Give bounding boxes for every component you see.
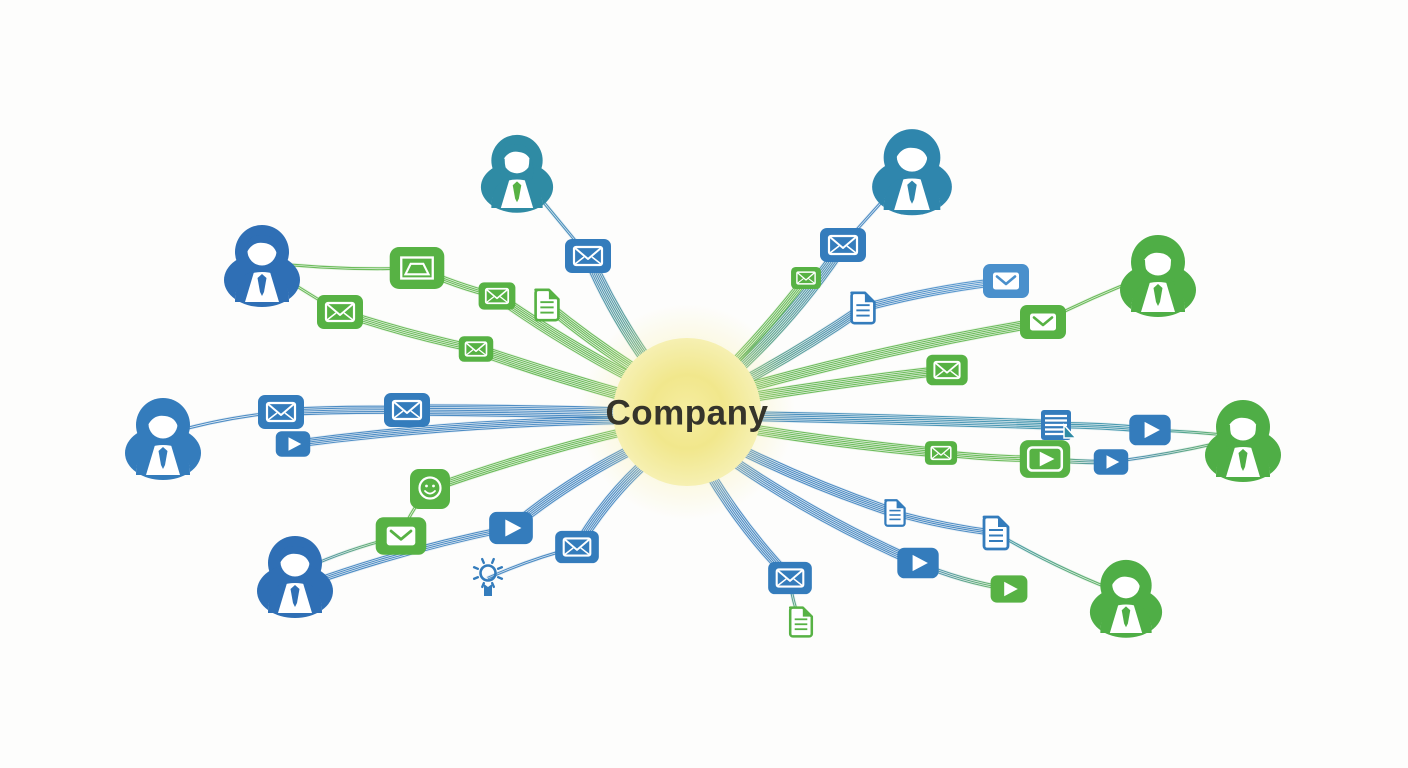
email-icon-13: [926, 354, 968, 386]
tie: [158, 447, 168, 469]
notes-icon: [1041, 410, 1078, 440]
company-hub: Company: [579, 304, 795, 520]
person-right-upper: [1120, 235, 1196, 317]
edge-37: [890, 508, 1001, 538]
video-icon-6: [897, 547, 939, 579]
email-icon-5: [258, 395, 304, 429]
email-icon-2: [317, 295, 363, 329]
document-icon-1: [534, 288, 560, 322]
email-icon-3: [478, 282, 516, 310]
document-icon-2: [850, 291, 876, 325]
document-icon-4: [982, 515, 1010, 551]
tie: [290, 585, 300, 607]
email-icon-7: [375, 517, 427, 555]
email-icon-12: [1020, 305, 1066, 339]
tie: [257, 274, 267, 296]
tie: [512, 181, 522, 203]
hub-circle: [613, 338, 761, 486]
video-icon-2: [489, 511, 533, 545]
support-icon: [410, 469, 450, 509]
email-icon-6: [384, 393, 430, 427]
idea-icon: [472, 557, 504, 596]
email-icon-4: [458, 336, 494, 362]
tie: [1238, 449, 1248, 471]
person-bottom-right: [1089, 559, 1163, 638]
tie: [1153, 284, 1163, 306]
email-icon-11: [983, 264, 1029, 298]
video-icon-5: [1093, 449, 1129, 475]
document-icon-3: [884, 499, 906, 527]
email-icon-8: [555, 530, 599, 564]
person-bottom-left: [257, 536, 333, 618]
person-right-mid: [1205, 400, 1281, 482]
email-icon-10: [791, 266, 821, 290]
email-icon-1: [565, 239, 611, 273]
person-top-right: [872, 129, 952, 216]
video-icon-1: [275, 431, 311, 457]
email-icon-15: [768, 561, 812, 595]
email-icon-9: [820, 228, 866, 262]
email-icon-14: [924, 441, 958, 465]
video-icon-4: [1019, 440, 1071, 478]
tie: [1121, 606, 1131, 628]
person-mid-left: [125, 398, 201, 480]
diagram-nodes: [125, 129, 1281, 638]
person-top-center: [480, 134, 554, 213]
company-label: Company: [606, 393, 769, 432]
person-top-left: [224, 225, 300, 307]
document-icon-5: [788, 606, 814, 638]
open-envelope-icon: [389, 247, 445, 289]
video-icon-3: [1129, 414, 1171, 446]
tie: [907, 180, 917, 204]
video-icon-7: [990, 575, 1028, 603]
